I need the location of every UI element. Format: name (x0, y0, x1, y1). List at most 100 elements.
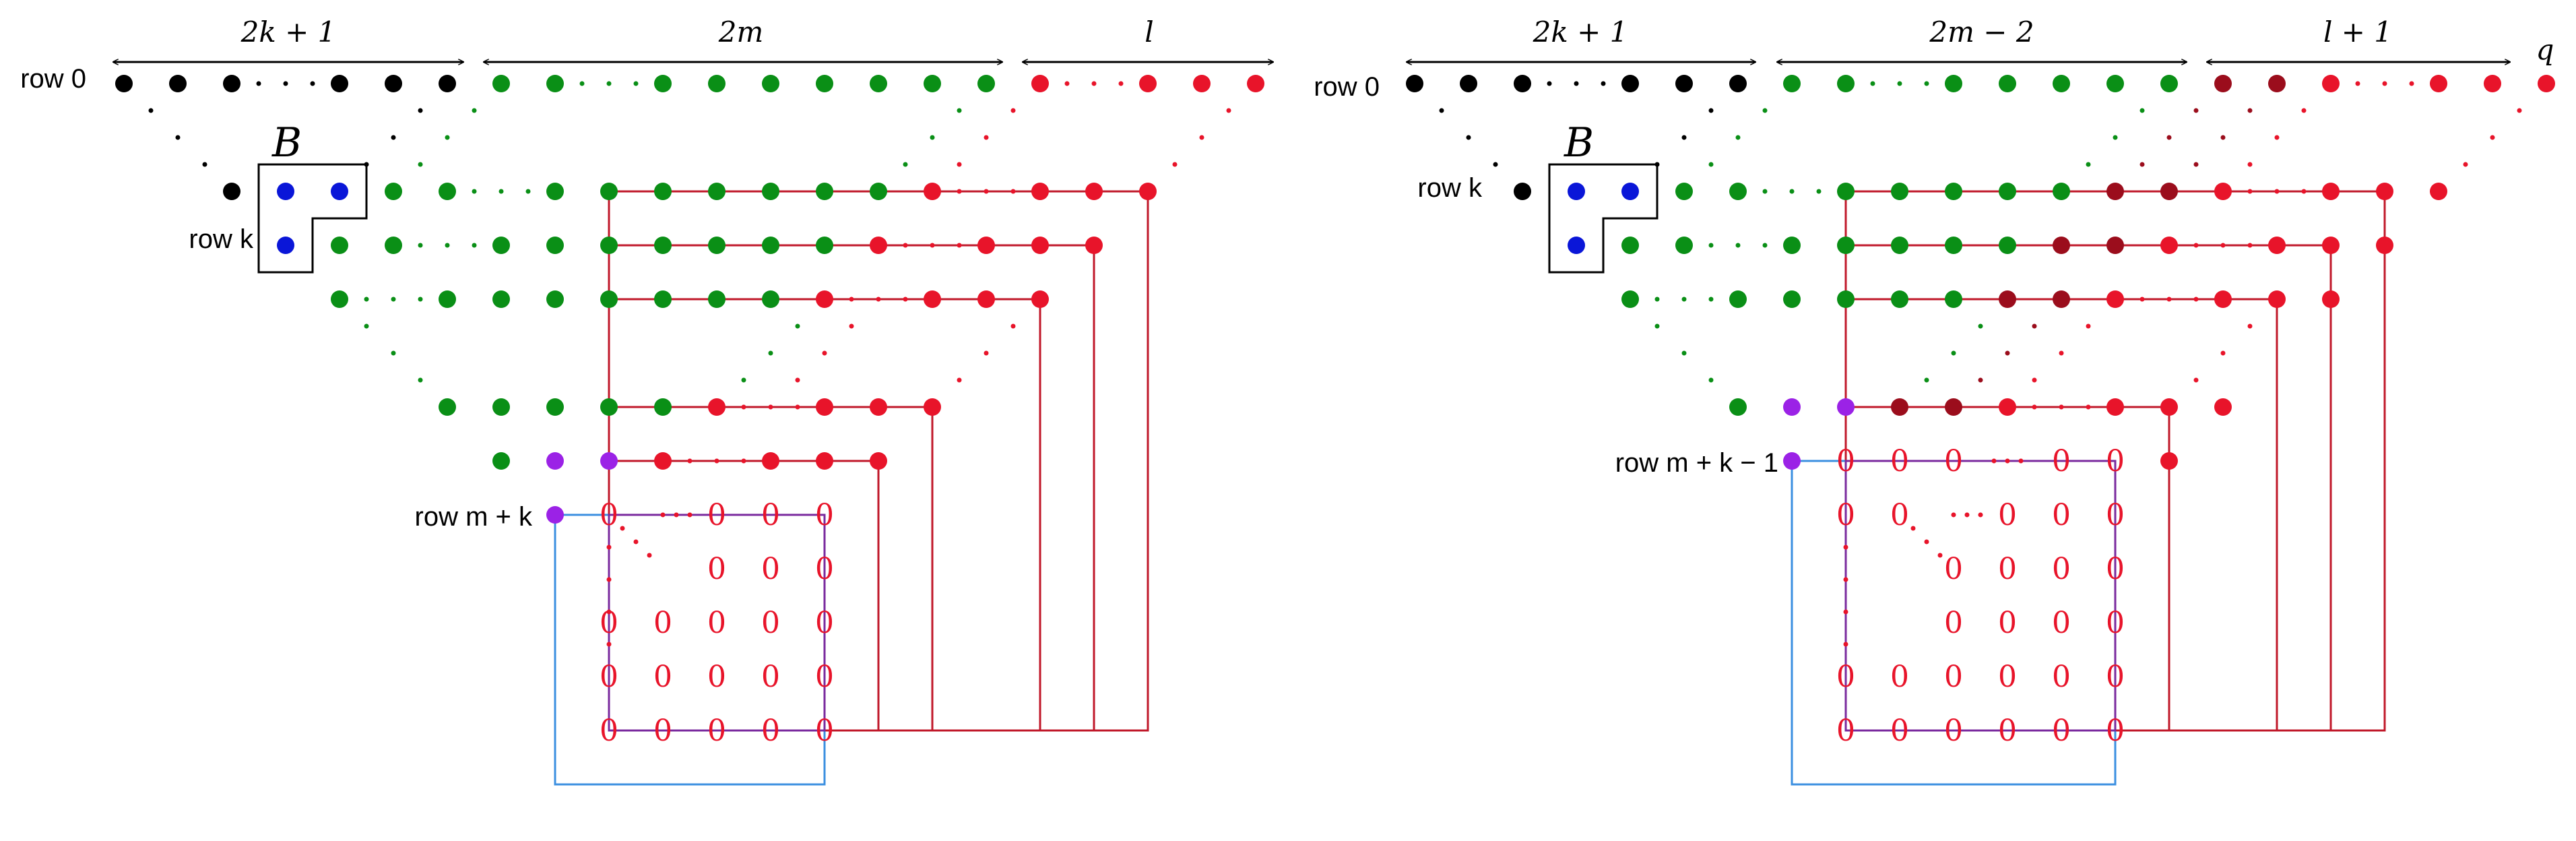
grid-dot (708, 183, 726, 200)
grid-dot (1951, 512, 1956, 518)
grid-dot (169, 75, 187, 92)
grid-dot (2053, 237, 2070, 254)
grid-dot (2106, 398, 2124, 416)
brace-label-l: l (1145, 15, 1153, 49)
grid-dot (600, 452, 618, 470)
grid-dot (1031, 290, 1049, 308)
grid-dot (1729, 290, 1747, 308)
grid-dot (762, 290, 779, 308)
grid-dot (2376, 237, 2393, 254)
grid-dot (1964, 512, 1970, 518)
grid-dot (2301, 189, 2307, 194)
zero-entry: 0 (2106, 660, 2125, 694)
grid-dot (849, 297, 854, 302)
grid-dot (977, 237, 995, 254)
block-b-outline (1548, 163, 1659, 274)
grid-dot (2032, 377, 2037, 383)
grid-dot (1118, 81, 1124, 86)
grid-dot (1735, 243, 1741, 248)
zero-entry: 0 (600, 606, 618, 640)
grid-dot (795, 404, 800, 410)
grid-dot (1999, 398, 2016, 416)
grid-dot (600, 290, 618, 308)
grid-dot (418, 297, 423, 302)
zero-entry: 0 (707, 606, 726, 640)
grid-dot (741, 377, 746, 383)
grid-dot (977, 75, 995, 92)
grid-dot (1514, 75, 1531, 92)
brace-label-l1: l + 1 (2323, 15, 2392, 49)
grid-dot (498, 189, 504, 194)
grid-dot (654, 398, 672, 416)
grid-dot (762, 75, 779, 92)
grid-dot (1978, 377, 1983, 383)
grid-dot (1999, 183, 2016, 200)
grid-dot (2376, 183, 2393, 200)
zero-entry: 0 (2106, 714, 2125, 748)
grid-dot (687, 512, 693, 518)
grid-dot (2220, 243, 2226, 248)
grid-dot (310, 81, 315, 86)
grid-dot (364, 323, 369, 329)
zero-entry: 0 (815, 498, 834, 532)
grid-dot (1978, 512, 1983, 518)
grid-dot (202, 162, 207, 167)
frame-line (609, 460, 880, 730)
grid-dot (1924, 81, 1929, 86)
grid-dot (2193, 108, 2199, 113)
grid-dot (546, 506, 564, 524)
grid-dot (2193, 162, 2199, 167)
zero-entry: 0 (1998, 660, 2017, 694)
grid-dot (1708, 377, 1714, 383)
zero-entry: 0 (600, 498, 618, 532)
zero-entry: 0 (1836, 444, 1855, 478)
grid-dot (1172, 162, 1178, 167)
grid-dot (2053, 75, 2070, 92)
grid-dot (223, 75, 240, 92)
grid-dot (2214, 183, 2232, 200)
grid-dot (418, 162, 423, 167)
grid-dot (492, 398, 510, 416)
zero-entry: 0 (815, 606, 834, 640)
zero-entry: 0 (2052, 444, 2071, 478)
grid-dot (876, 297, 881, 302)
grid-dot (2106, 75, 2124, 92)
row-label-0: row 0 (1314, 72, 1380, 102)
grid-dot (525, 189, 531, 194)
grid-dot (903, 243, 908, 248)
grid-dot (1010, 323, 1016, 329)
grid-dot (977, 290, 995, 308)
grid-dot (546, 398, 564, 416)
grid-dot (2059, 404, 2064, 410)
grid-dot (1843, 609, 1848, 615)
grid-dot (930, 243, 935, 248)
grid-dot (2409, 81, 2414, 86)
grid-dot (1783, 398, 1801, 416)
zero-entry: 0 (1944, 606, 1963, 640)
zero-entry: 0 (1836, 714, 1855, 748)
zero-entry: 0 (1998, 552, 2017, 586)
grid-dot (2160, 75, 2178, 92)
grid-dot (1466, 135, 1471, 140)
brace-label-2k1: 2k + 1 (240, 15, 336, 49)
grid-dot (816, 75, 833, 92)
zero-entry: 0 (761, 660, 780, 694)
block-b-label: B (1564, 119, 1594, 166)
grid-dot (1460, 75, 1477, 92)
grid-dot (816, 398, 833, 416)
grid-dot (2274, 189, 2280, 194)
grid-dot (2247, 323, 2253, 329)
grid-dot (1654, 323, 1660, 329)
zero-entry: 0 (1944, 444, 1963, 478)
grid-dot (256, 81, 261, 86)
grid-dot (492, 290, 510, 308)
grid-dot (2160, 452, 2178, 470)
grid-dot (1837, 75, 1855, 92)
grid-dot (385, 75, 402, 92)
grid-dot (1031, 237, 1049, 254)
grid-dot (1621, 237, 1639, 254)
grid-dot (1891, 398, 1908, 416)
zero-entry: 0 (1890, 498, 1909, 532)
grid-dot (870, 398, 887, 416)
